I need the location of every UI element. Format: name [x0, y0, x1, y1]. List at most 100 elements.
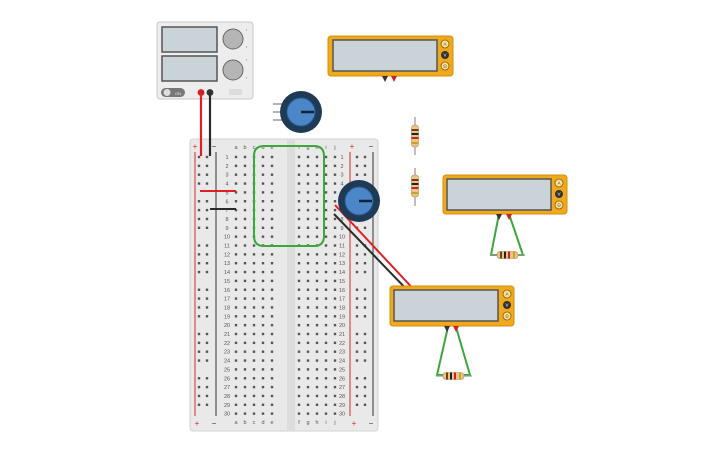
breadboard-hole[interactable]: [315, 226, 319, 229]
rail-hole[interactable]: [205, 306, 209, 309]
rail-hole[interactable]: [355, 262, 359, 265]
breadboard-hole[interactable]: [297, 323, 301, 327]
breadboard-hole[interactable]: [243, 288, 247, 291]
breadboard-hole[interactable]: [297, 235, 301, 238]
breadboard[interactable]: + − + − + − + − 112233445566778899101011…: [189, 138, 379, 432]
rail-hole[interactable]: [197, 332, 201, 336]
breadboard-hole[interactable]: [315, 403, 319, 406]
breadboard-hole[interactable]: [333, 359, 337, 362]
breadboard-hole[interactable]: [243, 332, 247, 336]
breadboard-hole[interactable]: [261, 173, 265, 176]
breadboard-hole[interactable]: [306, 323, 310, 327]
breadboard-hole[interactable]: [306, 341, 310, 345]
breadboard-hole[interactable]: [243, 173, 247, 176]
rail-hole[interactable]: [205, 182, 209, 185]
rail-hole[interactable]: [363, 377, 367, 380]
breadboard-hole[interactable]: [243, 368, 247, 371]
rail-hole[interactable]: [197, 341, 201, 345]
rail-hole[interactable]: [205, 200, 209, 203]
breadboard-hole[interactable]: [324, 350, 328, 353]
breadboard-hole[interactable]: [333, 244, 337, 247]
breadboard-hole[interactable]: [270, 182, 274, 185]
breadboard-hole[interactable]: [333, 200, 337, 203]
breadboard-hole[interactable]: [324, 341, 328, 345]
breadboard-hole[interactable]: [261, 191, 265, 194]
breadboard-hole[interactable]: [306, 332, 310, 336]
rail-hole[interactable]: [205, 262, 209, 265]
breadboard-hole[interactable]: [315, 217, 319, 221]
breadboard-hole[interactable]: [324, 208, 328, 212]
breadboard-hole[interactable]: [297, 368, 301, 371]
breadboard-hole[interactable]: [315, 235, 319, 238]
breadboard-hole[interactable]: [234, 279, 238, 283]
breadboard-hole[interactable]: [243, 403, 247, 406]
breadboard-hole[interactable]: [315, 288, 319, 291]
rail-hole[interactable]: [355, 164, 359, 168]
rail-hole[interactable]: [363, 403, 367, 406]
breadboard-hole[interactable]: [333, 235, 337, 238]
breadboard-hole[interactable]: [243, 315, 247, 318]
breadboard-hole[interactable]: [324, 323, 328, 327]
breadboard-hole[interactable]: [333, 288, 337, 291]
breadboard-hole[interactable]: [297, 377, 301, 380]
multimeter-3[interactable]: A V Ω: [389, 285, 515, 332]
breadboard-hole[interactable]: [243, 155, 247, 159]
breadboard-hole[interactable]: [333, 270, 337, 274]
breadboard-hole[interactable]: [306, 253, 310, 256]
breadboard-hole[interactable]: [297, 306, 301, 309]
breadboard-hole[interactable]: [324, 217, 328, 221]
breadboard-hole[interactable]: [234, 297, 238, 300]
breadboard-hole[interactable]: [270, 288, 274, 291]
breadboard-hole[interactable]: [261, 394, 265, 398]
breadboard-hole[interactable]: [261, 315, 265, 318]
rail-hole[interactable]: [363, 394, 367, 398]
rail-hole[interactable]: [355, 377, 359, 380]
breadboard-hole[interactable]: [315, 385, 319, 389]
breadboard-hole[interactable]: [234, 341, 238, 345]
breadboard-hole[interactable]: [315, 315, 319, 318]
breadboard-hole[interactable]: [315, 182, 319, 185]
breadboard-hole[interactable]: [252, 359, 256, 362]
breadboard-hole[interactable]: [333, 315, 337, 318]
breadboard-hole[interactable]: [234, 385, 238, 389]
breadboard-hole[interactable]: [252, 412, 256, 415]
breadboard-hole[interactable]: [261, 270, 265, 274]
breadboard-hole[interactable]: [297, 253, 301, 256]
breadboard-hole[interactable]: [261, 377, 265, 380]
breadboard-hole[interactable]: [315, 191, 319, 194]
breadboard-hole[interactable]: [243, 279, 247, 283]
rail-hole[interactable]: [205, 270, 209, 274]
breadboard-hole[interactable]: [270, 341, 274, 345]
breadboard-hole[interactable]: [315, 173, 319, 176]
rail-hole[interactable]: [355, 385, 359, 389]
rail-hole[interactable]: [205, 297, 209, 300]
breadboard-hole[interactable]: [270, 359, 274, 362]
breadboard-hole[interactable]: [315, 394, 319, 398]
rail-hole[interactable]: [205, 208, 209, 212]
breadboard-hole[interactable]: [297, 385, 301, 389]
rail-hole[interactable]: [197, 200, 201, 203]
breadboard-hole[interactable]: [315, 155, 319, 159]
rail-hole[interactable]: [197, 270, 201, 274]
breadboard-hole[interactable]: [333, 350, 337, 353]
breadboard-hole[interactable]: [243, 412, 247, 415]
breadboard-hole[interactable]: [261, 306, 265, 309]
breadboard-hole[interactable]: [297, 164, 301, 168]
rail-hole[interactable]: [363, 288, 367, 291]
breadboard-hole[interactable]: [243, 359, 247, 362]
rail-hole[interactable]: [355, 394, 359, 398]
breadboard-hole[interactable]: [333, 155, 337, 159]
breadboard-hole[interactable]: [234, 182, 238, 185]
breadboard-hole[interactable]: [306, 297, 310, 300]
breadboard-hole[interactable]: [333, 403, 337, 406]
breadboard-hole[interactable]: [333, 377, 337, 380]
multimeter-1-mode-a[interactable]: [440, 39, 450, 49]
breadboard-hole[interactable]: [252, 332, 256, 336]
rail-hole[interactable]: [197, 208, 201, 212]
breadboard-hole[interactable]: [306, 279, 310, 283]
breadboard-hole[interactable]: [252, 341, 256, 345]
rail-hole[interactable]: [363, 315, 367, 318]
breadboard-hole[interactable]: [306, 385, 310, 389]
breadboard-hole[interactable]: [333, 341, 337, 345]
rail-hole[interactable]: [197, 377, 201, 380]
